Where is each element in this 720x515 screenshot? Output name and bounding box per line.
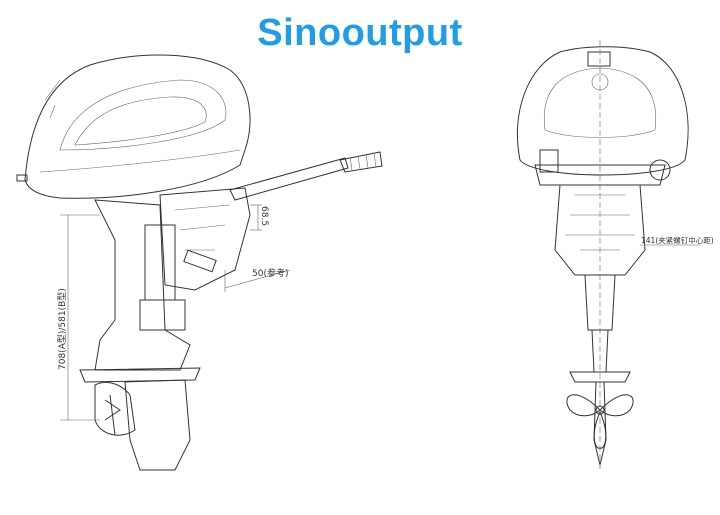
side-view: 708(A型)/581(B型) 68.5 50(参考) [16,54,383,471]
tilt-dimension-label: 68.5 [259,206,269,226]
reference-dimension-label: 50(参考) [252,267,288,279]
front-view: 141(夹紧螺钉中心距) [516,40,714,470]
clamp-dimension-label: 141(夹紧螺钉中心距) [641,235,714,245]
brand-title: Sinooutput [257,12,463,54]
height-dimension-label: 708(A型)/581(B型) [57,288,68,370]
